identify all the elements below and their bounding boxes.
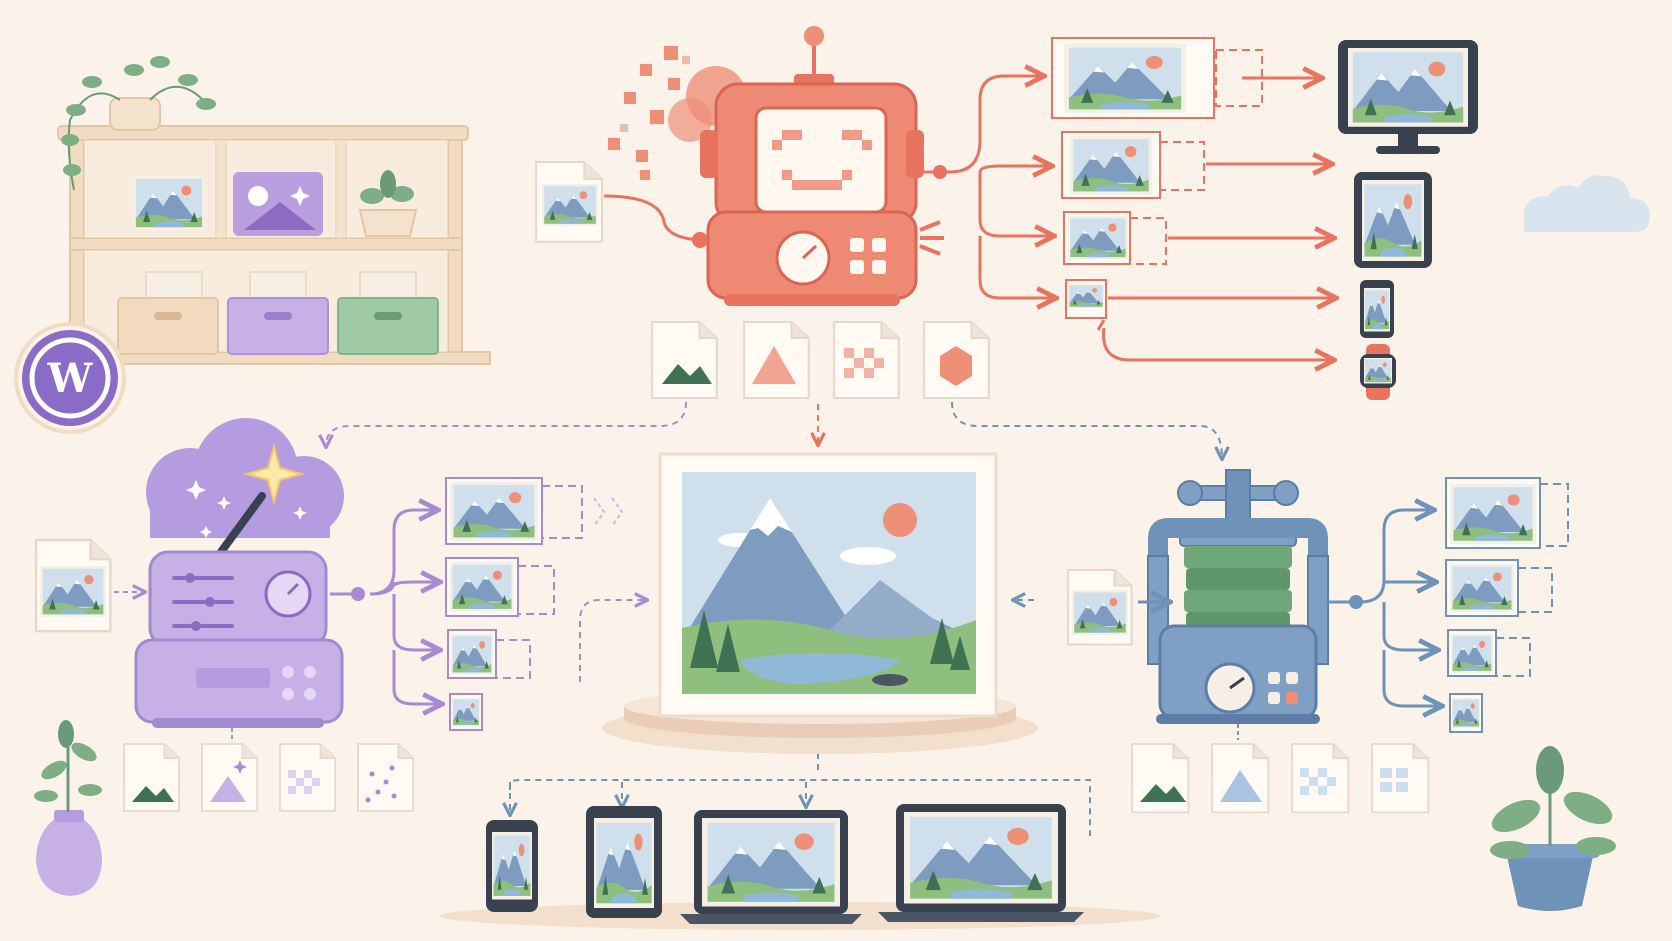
laptop-icon: [878, 804, 1084, 922]
potted-plant: [1490, 746, 1616, 911]
blue-output-branch: [1326, 510, 1440, 706]
storage-boxes: [117, 271, 439, 355]
hero-landscape-image: [658, 452, 998, 718]
wordpress-logo-letter: W: [47, 355, 94, 402]
shelf-landscape-frame: [133, 176, 205, 230]
blue-input-image: [1066, 568, 1133, 646]
robot-input-image: [534, 160, 604, 243]
coral-branch-node: [933, 165, 947, 179]
cloud: [1524, 175, 1650, 232]
robot-input-cable: [603, 194, 701, 242]
purple-output-thumbnails: [445, 477, 624, 731]
blue-format-icons: [1131, 724, 1430, 814]
shelf-potted-plant: [358, 170, 418, 237]
blue-branch-node: [1349, 595, 1363, 609]
purple-format-icons: [123, 728, 415, 812]
tablet-icon: [1354, 172, 1432, 268]
smartwatch-icon: [1360, 344, 1396, 400]
phone-icon: [1360, 280, 1394, 338]
phone-icon: [486, 820, 538, 912]
laptop-icon: [680, 810, 862, 924]
tablet-icon: [586, 806, 662, 918]
coral-output-arrows: [1108, 78, 1334, 298]
coral-output-branch: [924, 76, 1332, 360]
vase-plant: [34, 720, 102, 896]
press-vise-icon: [1147, 469, 1329, 724]
blue-output-thumbnails: [1445, 477, 1569, 733]
coral-output-thumbnails: [1051, 37, 1263, 319]
shelf-purple-frame: [233, 172, 323, 236]
monitor-icon: [1338, 40, 1478, 154]
hanging-plant: [61, 56, 216, 191]
robot-icon: [668, 26, 944, 306]
purple-output-branch: [330, 510, 440, 704]
wordpress-logo-icon: [14, 322, 126, 434]
coral-format-icons: [650, 320, 990, 400]
purple-branch-node: [351, 587, 365, 601]
purple-input-image: [34, 538, 112, 633]
magic-wand-machine-icon: [134, 418, 344, 728]
pixel-particles: [608, 46, 690, 180]
